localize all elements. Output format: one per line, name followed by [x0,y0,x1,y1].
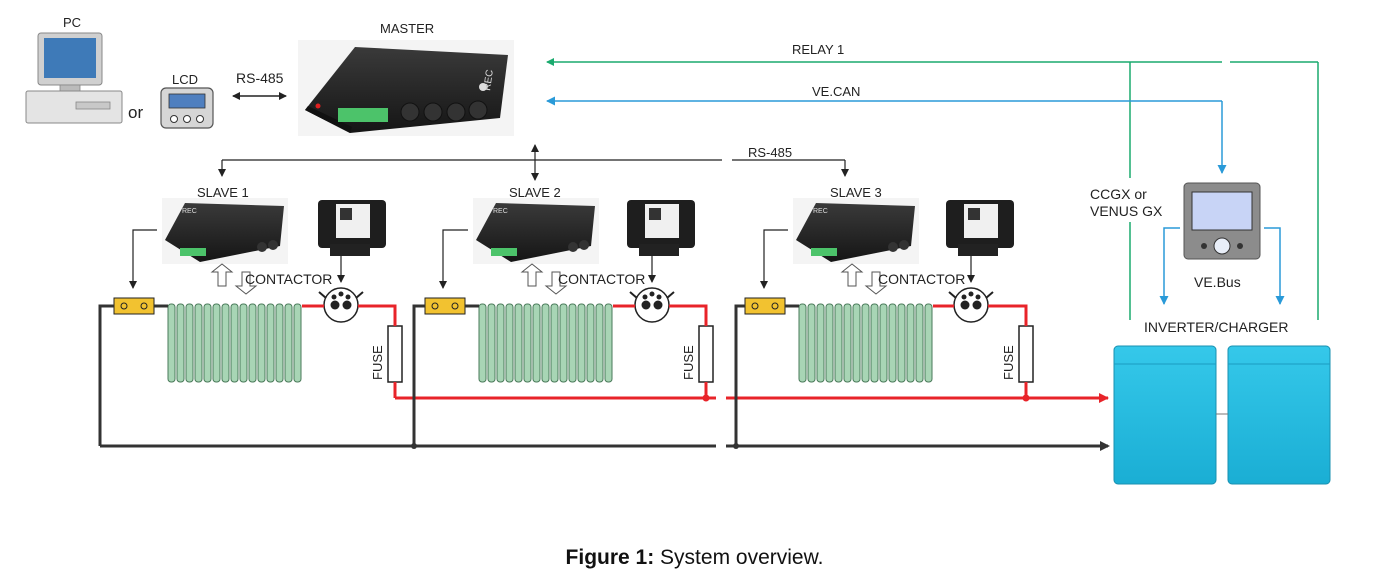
slave-3-contactor-arrow-icon [840,263,888,295]
lcd-label: LCD [172,72,198,87]
slave-3-contactor-label: CONTACTOR [878,271,965,287]
pc-label: PC [63,15,81,30]
slave-1-rec-logo: REC [182,208,197,215]
positive-wiring [302,304,1109,403]
slave-2-label: SLAVE 2 [509,185,561,200]
inverter-charger-2 [1227,345,1331,485]
vebus-lines [1159,227,1285,305]
figure-caption-text: System overview. [654,546,824,569]
slave-2-contactor-arrow-icon [520,263,568,295]
rs485-top-label: RS-485 [236,70,284,86]
slave-3-shunt-icon [744,297,786,315]
master-unit [298,40,514,136]
slave-3-contactor-driver [946,200,1014,256]
slave-3-group: SLAVE 3 REC CONTACTOR [744,185,1034,383]
negative-junctions [411,443,739,449]
slave-1-label: SLAVE 1 [197,185,249,200]
slave-2-contactor-icon [629,287,675,323]
slave-3-battery-pack [798,303,933,383]
slave-3-fuse-icon [1018,325,1034,383]
slave-3-fuse-label: FUSE [1001,345,1016,380]
gx-display-icon [1183,182,1261,260]
slave-3-label: SLAVE 3 [830,185,882,200]
slave-1-fuse-label: FUSE [370,345,385,380]
slave-1-contactor-icon [318,287,364,323]
relay1-line [546,58,1319,320]
slave-2-contactor-label: CONTACTOR [558,271,645,287]
ccgx-label-line1: CCGX or [1090,186,1147,202]
slave-2-contactor-driver [627,200,695,256]
slave-3-unit: REC [793,198,919,264]
rs485-bus [218,144,849,181]
slave-2-fuse-icon [698,325,714,383]
vebus-label: VE.Bus [1194,274,1241,290]
vecan-line [546,96,1227,174]
inverter-charger-1 [1113,345,1217,485]
slave-2-unit: REC [473,198,599,264]
ccgx-label-line2: VENUS GX [1090,203,1163,219]
slave-2-battery-pack [478,303,613,383]
slave-1-contactor-driver [318,200,386,256]
slave-1-fuse-icon [387,325,403,383]
rs485-bus-label: RS-485 [748,145,792,160]
slave-2-group: SLAVE 2 REC CONTACTOR [424,185,714,383]
slave-2-rec-logo: REC [493,208,508,215]
master-rec-logo: REC [482,69,496,91]
pc-icon [25,32,123,124]
relay1-label: RELAY 1 [792,42,844,57]
positive-junctions [702,394,1030,402]
slave-3-rec-logo: REC [813,208,828,215]
slave-1-contactor-arrow-icon [210,263,258,295]
slave-1-group: SLAVE 1 REC CONTACTOR [113,185,403,383]
vecan-label: VE.CAN [812,84,860,99]
slave-2-shunt-icon [424,297,466,315]
slave-1-battery-pack [167,303,302,383]
slave-1-contactor-label: CONTACTOR [245,271,332,287]
figure-caption: Figure 1: System overview. [0,546,1389,570]
negative-wiring [98,304,1108,448]
slave-1-unit: REC [162,198,288,264]
master-label: MASTER [380,21,434,36]
slave-1-shunt-icon [113,297,155,315]
slave-2-fuse-label: FUSE [681,345,696,380]
inverter-label: INVERTER/CHARGER [1144,319,1288,335]
figure-caption-prefix: Figure 1: [565,546,655,569]
master-terminal-block [338,108,388,122]
slave-3-contactor-icon [948,287,994,323]
or-label: or [128,103,143,122]
lcd-display-icon [160,87,214,129]
